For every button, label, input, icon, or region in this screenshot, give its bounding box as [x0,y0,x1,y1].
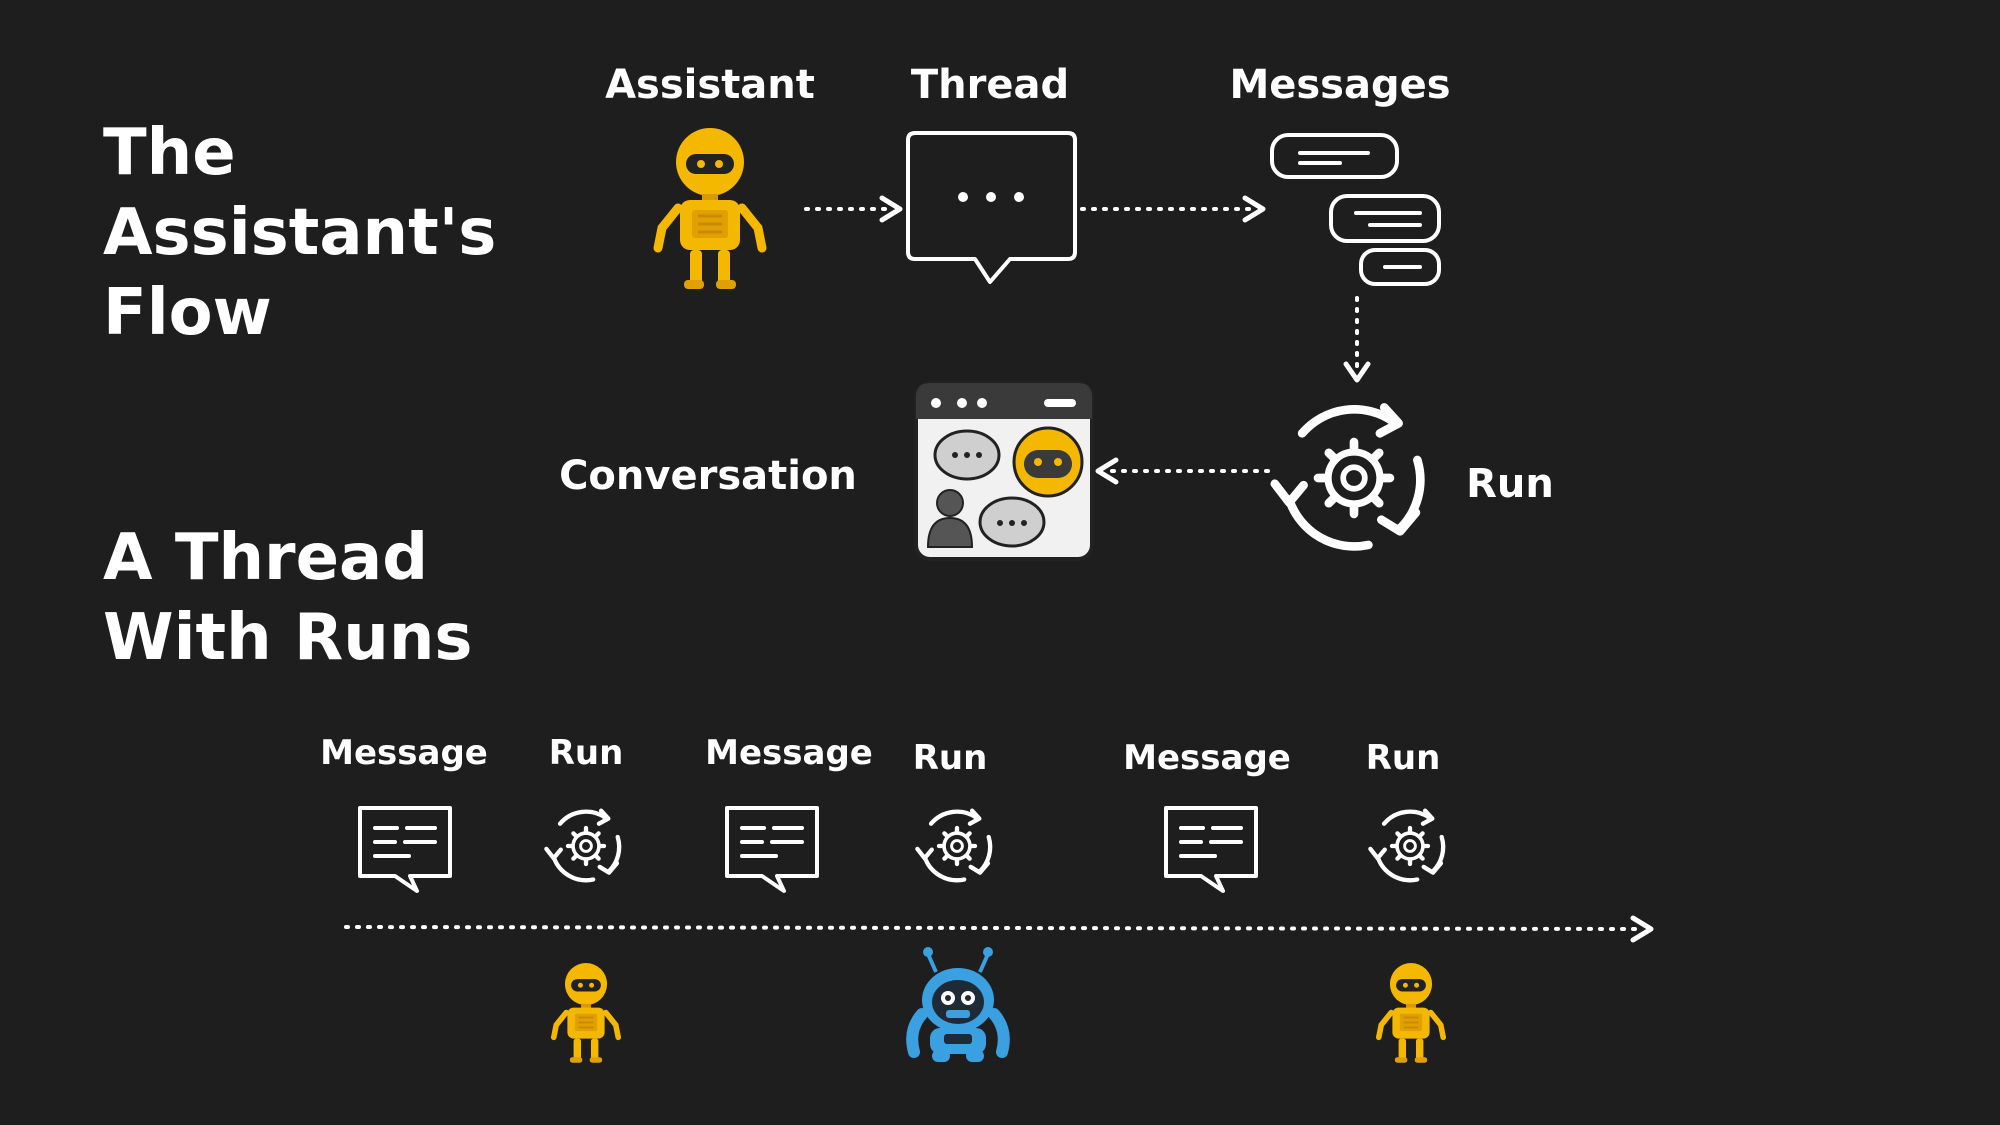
thread-with-runs-title: A Thread With Runs [103,518,472,678]
timeline-arrow [344,915,1654,943]
timeline-message-label-2: Message [705,733,873,773]
timeline-message-icon-2 [725,806,819,893]
timeline-run-icon-2 [917,811,990,881]
conversation-label: Conversation [559,453,857,499]
run-cycle-icon [1275,407,1421,546]
assistant-robot-icon [658,128,762,289]
run-label: Run [1466,461,1554,507]
messages-label: Messages [1229,62,1451,108]
thread-label: Thread [910,62,1070,108]
timeline-run-label-2: Run [912,738,988,778]
flow-title: The Assistant's Flow [103,113,496,353]
timeline-message-icon-1 [358,806,452,893]
timeline-run-icon-1 [546,811,619,881]
timeline-run-label-1: Run [548,733,624,773]
thread-title-line-1: A Thread [103,521,428,595]
flow-title-line-1: The [103,116,236,190]
timeline-message-label-3: Message [1123,738,1291,778]
messages-stack-icon [1270,133,1441,286]
arrow-assistant-to-thread [804,195,903,223]
timeline-run-label-3: Run [1365,738,1441,778]
timeline-blue-robot-icon [906,947,1010,1062]
arrow-messages-to-run [1343,296,1371,383]
timeline-message-icon-3 [1164,806,1258,893]
timeline-run-icon-3 [1370,811,1443,881]
thread-title-line-2: With Runs [103,601,473,675]
timeline-yellow-robot-icon-1 [554,963,618,1063]
arrow-run-to-conversation [1095,457,1270,485]
timeline-yellow-robot-icon-2 [1379,963,1443,1063]
assistant-label: Assistant [605,62,815,108]
flow-title-line-3: Flow [103,276,272,350]
flow-title-line-2: Assistant's [103,196,497,270]
timeline-message-label-1: Message [320,733,488,773]
arrow-thread-to-messages [1080,195,1266,223]
conversation-window-icon [914,381,1094,561]
thread-bubble-icon [906,131,1077,284]
